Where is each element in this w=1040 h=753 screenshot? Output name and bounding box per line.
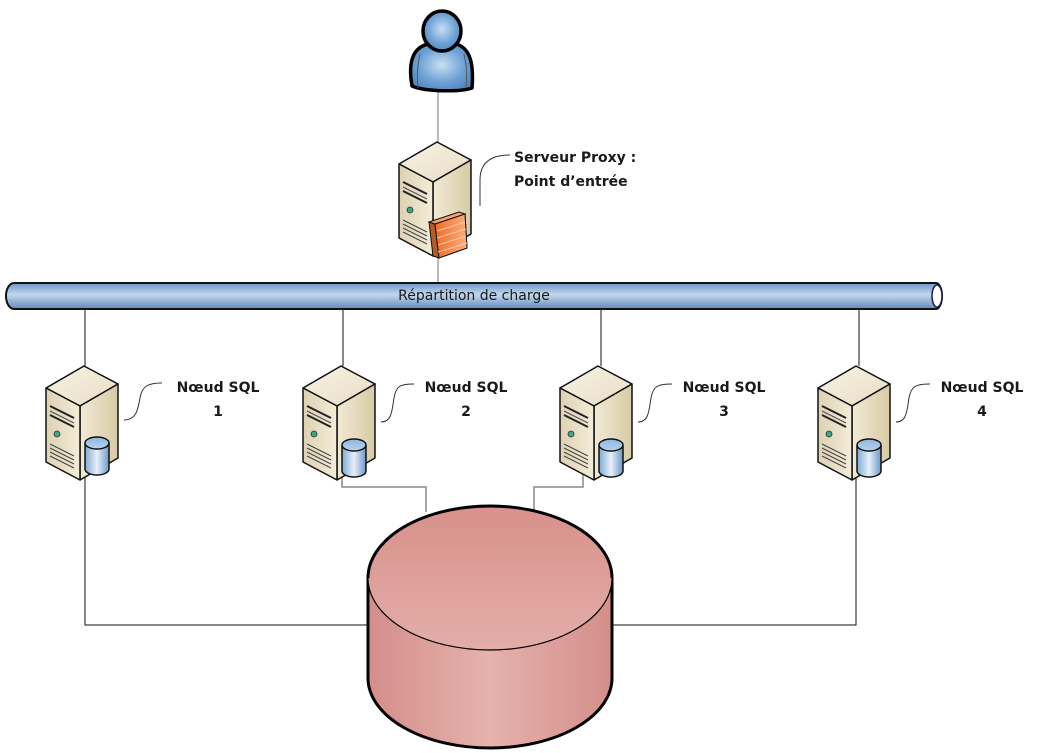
node-4-label: Nœud SQL 4 bbox=[932, 376, 1032, 424]
node-3-callout-line bbox=[637, 383, 673, 423]
sql-node-4[interactable] bbox=[817, 365, 891, 481]
node-2-label-line1: Nœud SQL bbox=[424, 380, 508, 396]
node-4-label-line1: Nœud SQL bbox=[940, 380, 1024, 396]
firewall-icon bbox=[427, 211, 468, 259]
node-4-callout-line bbox=[895, 383, 931, 423]
node-3-label-line1: Nœud SQL bbox=[682, 380, 766, 396]
edge-node-4-storage bbox=[612, 470, 857, 626]
database-icon bbox=[856, 438, 882, 478]
node-1-callout-line bbox=[123, 382, 163, 421]
bus-label: Répartition de charge bbox=[398, 288, 550, 304]
edge-node-2-storage bbox=[341, 470, 427, 512]
user-icon bbox=[408, 9, 475, 93]
node-1-label: Nœud SQL 1 bbox=[168, 376, 268, 424]
node-1-label-line2: 1 bbox=[213, 404, 223, 420]
connectors bbox=[84, 92, 860, 626]
node-4-label-line2: 4 bbox=[977, 404, 987, 420]
node-3-label-line2: 3 bbox=[719, 404, 729, 420]
database-icon bbox=[598, 438, 624, 478]
database-icon bbox=[341, 438, 367, 478]
node-1-label-line1: Nœud SQL bbox=[176, 380, 260, 396]
proxy-server[interactable] bbox=[398, 141, 472, 259]
edge-node-3-storage bbox=[533, 470, 584, 512]
node-3-label: Nœud SQL 3 bbox=[674, 376, 774, 424]
proxy-label: Serveur Proxy : Point d’entrée bbox=[514, 146, 636, 194]
proxy-callout-line bbox=[479, 154, 511, 206]
sql-node-1[interactable] bbox=[45, 365, 119, 481]
load-balancing-bus[interactable] bbox=[5, 282, 943, 310]
database-icon bbox=[84, 436, 110, 476]
node-2-callout-line bbox=[380, 383, 415, 423]
node-2-label-line2: 2 bbox=[461, 404, 471, 420]
shared-database-icon[interactable] bbox=[366, 504, 614, 750]
bus-end-cap bbox=[931, 284, 943, 308]
sql-node-3[interactable] bbox=[559, 365, 633, 481]
node-2-label: Nœud SQL 2 bbox=[416, 376, 516, 424]
sql-node-2[interactable] bbox=[302, 365, 376, 481]
proxy-label-line2: Point d’entrée bbox=[514, 174, 628, 190]
proxy-label-line1: Serveur Proxy : bbox=[514, 150, 637, 166]
edge-node-1-storage bbox=[84, 470, 368, 626]
